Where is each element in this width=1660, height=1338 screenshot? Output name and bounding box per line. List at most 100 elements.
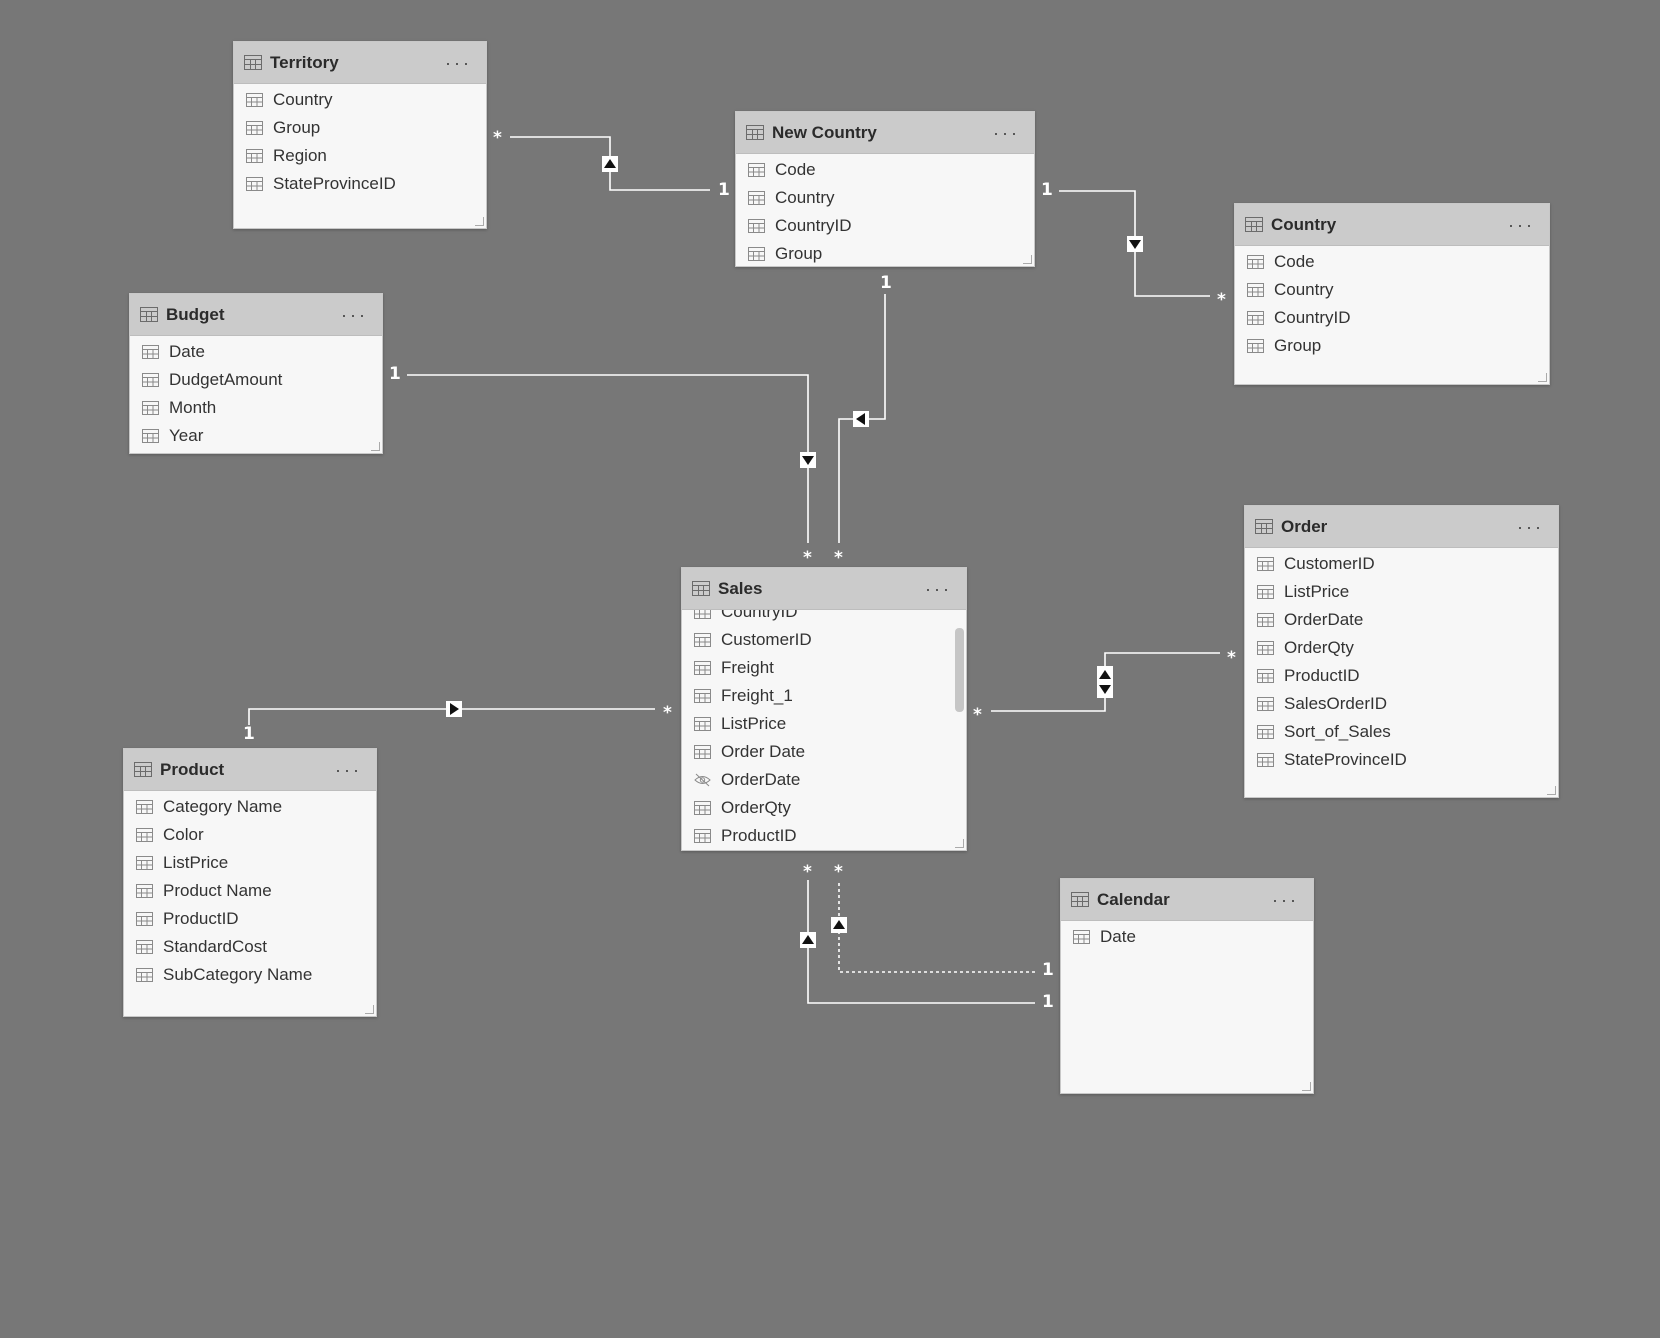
field-row[interactable]: Freight — [682, 654, 966, 682]
field-row[interactable]: Group — [234, 114, 486, 142]
field-row[interactable]: DudgetAmount — [130, 366, 382, 394]
table-header[interactable]: Country ··· — [1235, 204, 1549, 246]
field-row[interactable]: Code — [1235, 248, 1549, 276]
cardinality-many: * — [973, 705, 982, 725]
field-label: Group — [273, 118, 321, 137]
field-row[interactable]: Country — [1235, 276, 1549, 304]
resize-handle-icon[interactable] — [1302, 1082, 1311, 1091]
field-row[interactable]: CountryID — [1235, 304, 1549, 332]
field-icon — [246, 177, 263, 191]
table-card-calendar[interactable]: Calendar ··· Date — [1060, 878, 1314, 1094]
more-options-icon[interactable]: ··· — [445, 52, 472, 73]
field-row[interactable]: Date — [1061, 923, 1313, 951]
field-row[interactable]: Color — [124, 821, 376, 849]
field-row[interactable]: Freight_1 — [682, 682, 966, 710]
field-icon — [748, 163, 765, 177]
field-label: Code — [1274, 252, 1315, 271]
field-row[interactable]: Sort_of_Sales — [1245, 718, 1558, 746]
field-row[interactable]: ListPrice — [1245, 578, 1558, 606]
field-row[interactable]: Order Date — [682, 738, 966, 766]
table-header[interactable]: Calendar ··· — [1061, 879, 1313, 921]
more-options-icon[interactable]: ··· — [335, 759, 362, 780]
field-row[interactable]: Date — [130, 338, 382, 366]
field-row[interactable]: ListPrice — [682, 710, 966, 738]
field-icon — [748, 219, 765, 233]
field-label: Freight — [721, 658, 774, 677]
more-options-icon[interactable]: ··· — [925, 578, 952, 599]
field-row[interactable]: OrderDate — [682, 766, 966, 794]
field-icon — [748, 247, 765, 261]
arrow-down-icon — [1127, 236, 1143, 252]
table-header[interactable]: Product ··· — [124, 749, 376, 791]
field-row[interactable]: Group — [1235, 332, 1549, 360]
field-row[interactable]: Group — [736, 240, 1034, 266]
more-options-icon[interactable]: ··· — [993, 122, 1020, 143]
field-icon — [694, 801, 711, 815]
field-row[interactable]: Year — [130, 422, 382, 450]
field-row[interactable]: SubCategory Name — [124, 961, 376, 989]
field-label: StandardCost — [163, 937, 267, 956]
field-row[interactable]: OrderDate — [1245, 606, 1558, 634]
field-label: ProductID — [1284, 666, 1360, 685]
more-options-icon[interactable]: ··· — [341, 304, 368, 325]
field-label: StateProvinceID — [273, 174, 396, 193]
field-row[interactable]: CountryID — [736, 212, 1034, 240]
field-row[interactable]: Month — [130, 394, 382, 422]
table-header[interactable]: Sales ··· — [682, 568, 966, 610]
field-row[interactable]: StateProvinceID — [1245, 746, 1558, 774]
table-icon — [244, 55, 262, 70]
resize-handle-icon[interactable] — [1547, 786, 1556, 795]
more-options-icon[interactable]: ··· — [1272, 889, 1299, 910]
more-options-icon[interactable]: ··· — [1508, 214, 1535, 235]
field-row[interactable]: CountryID — [682, 610, 966, 626]
field-row[interactable]: Category Name — [124, 793, 376, 821]
field-label: SalesOrderID — [1284, 694, 1387, 713]
scrollbar-thumb[interactable] — [955, 628, 964, 712]
table-header[interactable]: Territory ··· — [234, 42, 486, 84]
relationship-product-sales — [248, 708, 655, 725]
resize-handle-icon[interactable] — [365, 1005, 374, 1014]
hidden-eye-icon — [694, 773, 711, 787]
field-row[interactable]: ListPrice — [124, 849, 376, 877]
field-icon — [1257, 585, 1274, 599]
field-label: OrderDate — [1284, 610, 1364, 629]
table-header[interactable]: Budget ··· — [130, 294, 382, 336]
cardinality-one: 1 — [389, 364, 401, 384]
field-row[interactable]: Code — [736, 156, 1034, 184]
resize-handle-icon[interactable] — [475, 217, 484, 226]
field-row[interactable]: SalesOrderID — [1245, 690, 1558, 718]
field-row[interactable]: Product Name — [124, 877, 376, 905]
resize-handle-icon[interactable] — [1023, 255, 1032, 264]
field-row[interactable]: Country — [234, 86, 486, 114]
field-row[interactable]: OrderQty — [682, 794, 966, 822]
field-row[interactable]: Region — [234, 142, 486, 170]
field-row[interactable]: OrderQty — [1245, 634, 1558, 662]
field-label: Freight_1 — [721, 686, 793, 705]
field-row[interactable]: StateProvinceID — [234, 170, 486, 198]
field-label: OrderQty — [1284, 638, 1354, 657]
resize-handle-icon[interactable] — [1538, 373, 1547, 382]
table-header[interactable]: New Country ··· — [736, 112, 1034, 154]
field-row[interactable]: StandardCost — [124, 933, 376, 961]
field-row[interactable]: ProductID — [682, 822, 966, 850]
resize-handle-icon[interactable] — [371, 442, 380, 451]
more-options-icon[interactable]: ··· — [1517, 516, 1544, 537]
field-row[interactable]: CustomerID — [1245, 550, 1558, 578]
field-row[interactable]: ProductID — [1245, 662, 1558, 690]
field-row[interactable]: ProductID — [124, 905, 376, 933]
table-header[interactable]: Order ··· — [1245, 506, 1558, 548]
field-row[interactable]: Country — [736, 184, 1034, 212]
field-row[interactable]: CustomerID — [682, 626, 966, 654]
resize-handle-icon[interactable] — [955, 839, 964, 848]
